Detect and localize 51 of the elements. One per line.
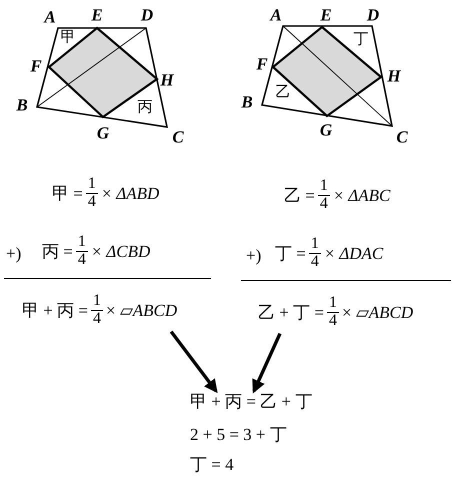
point-label: H (160, 72, 174, 88)
fraction-denominator: 4 (76, 252, 87, 269)
point-label: B (16, 96, 28, 114)
region-label: 丙 (138, 100, 152, 116)
equation-text: 甲 + 丙 = (22, 302, 88, 319)
operation-sign: +) (246, 247, 262, 264)
fraction-numerator: 1 (90, 293, 103, 311)
point-label: D (366, 6, 380, 24)
fraction-denominator: 4 (328, 312, 338, 330)
fraction-numerator: 1 (86, 176, 98, 194)
arrow (170, 330, 218, 394)
region-label: 甲 (60, 30, 76, 46)
fraction-numerator: 1 (326, 295, 339, 313)
point-label: F (256, 56, 268, 72)
equation-text: × ΔABD (100, 184, 160, 202)
equation-text: × ΔABC (332, 186, 390, 204)
point-label: G (96, 124, 110, 142)
point-label: C (172, 128, 184, 146)
equation-text: 丙 = (42, 242, 73, 260)
equation-text: × ▱ABCD (106, 302, 178, 319)
region-label: 丁 (354, 32, 368, 48)
equation-text: 乙 = (284, 186, 315, 204)
fraction-denominator: 4 (318, 196, 329, 213)
equation-text: × ΔCBD (90, 242, 150, 260)
point-label: E (320, 6, 332, 24)
point-label: A (270, 6, 282, 24)
equation-text: × ΔDAC (324, 244, 384, 262)
equation-text: 甲 = (52, 184, 83, 202)
equation-text: 丁 = (275, 244, 306, 262)
fraction-numerator: 1 (308, 236, 321, 254)
point-label: B (241, 94, 253, 110)
point-label: H (387, 68, 401, 84)
operation-sign: +) (6, 245, 22, 262)
arrow (252, 332, 282, 394)
equation-text: 乙 + 丁 = (258, 304, 324, 321)
fraction-numerator: 1 (76, 234, 88, 252)
equation-text: 2 + 5 = 3 + 丁 (190, 426, 287, 443)
region-label: 乙 (276, 86, 290, 100)
fraction-denominator: 4 (92, 310, 102, 328)
fraction-denominator: 4 (86, 194, 97, 211)
point-label: E (91, 6, 103, 24)
point-label: A (44, 8, 56, 26)
point-label: F (30, 58, 42, 74)
equation-text: × ▱ABCD (342, 304, 414, 321)
equation-text: 丁 = 4 (190, 456, 234, 473)
fraction-denominator: 4 (310, 254, 320, 271)
point-label: C (396, 128, 408, 146)
fraction-numerator: 1 (318, 178, 330, 196)
point-label: G (320, 122, 332, 138)
point-label: D (140, 6, 154, 24)
equation-text: 甲 + 丙 = 乙 + 丁 (190, 393, 312, 410)
